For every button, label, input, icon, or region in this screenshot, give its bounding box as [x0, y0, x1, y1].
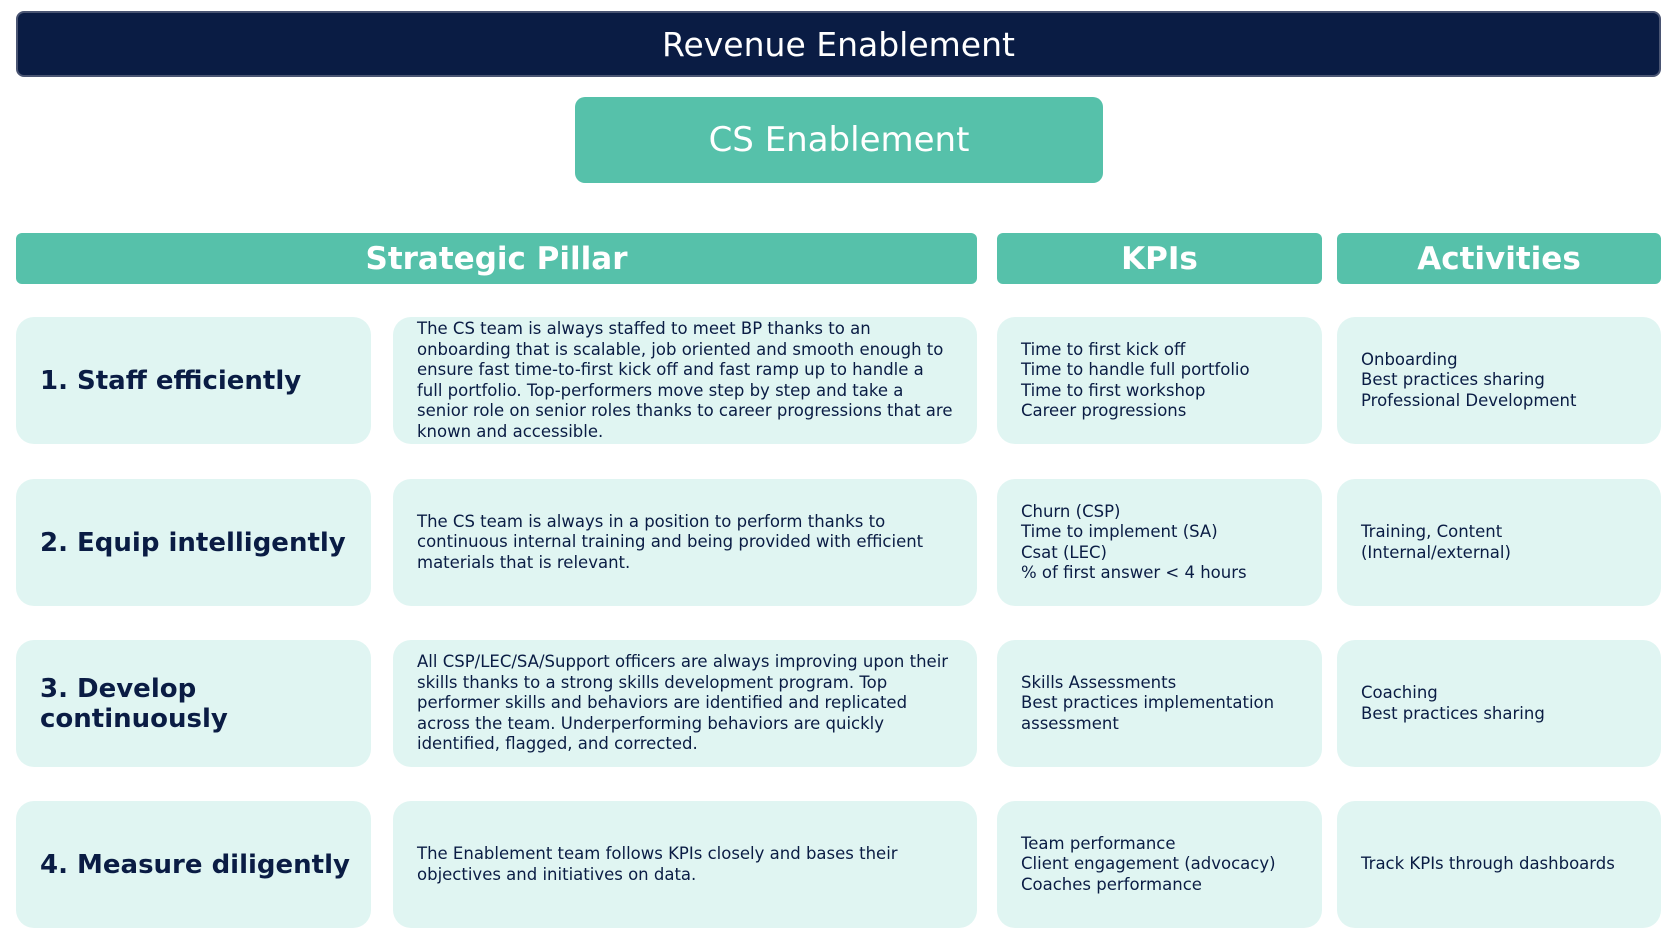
activities-cell: Onboarding Best practices sharing Profes… [1337, 317, 1661, 444]
activity-list: Coaching Best practices sharing [1337, 683, 1569, 724]
kpi-item: % of first answer < 4 hours [1021, 563, 1247, 582]
header-strategic-pillar: Strategic Pillar [16, 233, 977, 284]
kpi-item: Time to handle full portfolio [1021, 360, 1250, 379]
pillar-description-cell: The Enablement team follows KPIs closely… [393, 801, 977, 928]
kpi-item: Best practices implementation [1021, 693, 1275, 713]
kpis-cell: Churn (CSP) Time to implement (SA) Csat … [997, 479, 1322, 606]
page-title: Revenue Enablement [662, 24, 1015, 64]
pillar-name: 1. Staff efficiently [40, 365, 302, 396]
pillar-name-cell: 4. Measure diligently [16, 801, 371, 928]
pillar-name-cell: 3. Develop continuously [16, 640, 371, 767]
pillar-name-cell: 1. Staff efficiently [16, 317, 371, 444]
kpi-item: Client engagement (advocacy) [1021, 854, 1276, 874]
activity-item: Onboarding [1361, 349, 1458, 369]
activity-item: Track KPIs through dashboards [1361, 854, 1615, 874]
activity-item: Professional Development [1361, 390, 1577, 410]
kpis-cell: Time to first kick off Time to handle fu… [997, 317, 1322, 444]
subtitle: CS Enablement [708, 120, 970, 160]
pillar-name: 2. Equip intelligently [40, 527, 346, 558]
pillar-description: All CSP/LEC/SA/Support officers are alwa… [417, 652, 949, 754]
kpi-list: Time to first kick off Time to handle fu… [997, 340, 1274, 422]
kpi-item: Coaches performance [1021, 874, 1202, 894]
pillar-description-cell: The CS team is always in a position to p… [393, 479, 977, 606]
kpi-item: Time to implement (SA) [1021, 522, 1218, 541]
kpis-cell: Skills Assessments Best practices implem… [997, 640, 1322, 767]
pillar-name: 4. Measure diligently [40, 849, 350, 880]
header-activities: Activities [1337, 233, 1661, 284]
pillar-description: The Enablement team follows KPIs closely… [417, 844, 898, 884]
kpi-item: assessment [1021, 713, 1119, 733]
kpi-item: Csat (LEC) [1021, 542, 1107, 562]
header-label: Strategic Pillar [365, 240, 628, 277]
header-kpis: KPIs [997, 233, 1322, 284]
header-label: Activities [1417, 240, 1581, 277]
activity-list: Onboarding Best practices sharing Profes… [1337, 350, 1600, 412]
pillar-description-cell: All CSP/LEC/SA/Support officers are alwa… [393, 640, 977, 767]
activity-list: Training, Content (Internal/external) [1337, 522, 1535, 563]
title-banner: Revenue Enablement [16, 11, 1661, 77]
activity-item: Training, Content [1361, 522, 1503, 541]
activity-item: Best practices sharing [1361, 703, 1545, 723]
pillar-description: The CS team is always in a position to p… [417, 511, 924, 572]
kpi-item: Team performance [1021, 833, 1176, 853]
kpi-item: Skills Assessments [1021, 672, 1177, 692]
pillar-name: 3. Develop continuously [40, 673, 228, 734]
kpi-list: Skills Assessments Best practices implem… [997, 673, 1298, 735]
kpi-item: Career progressions [1021, 401, 1187, 420]
kpi-item: Time to first workshop [1021, 380, 1206, 400]
activity-list: Track KPIs through dashboards [1337, 854, 1639, 875]
subtitle-box: CS Enablement [575, 97, 1103, 183]
activities-cell: Track KPIs through dashboards [1337, 801, 1661, 928]
kpi-list: Churn (CSP) Time to implement (SA) Csat … [997, 502, 1271, 584]
pillar-name-cell: 2. Equip intelligently [16, 479, 371, 606]
pillar-description-cell: The CS team is always staffed to meet BP… [393, 317, 977, 444]
activity-item: (Internal/external) [1361, 542, 1511, 562]
kpi-item: Time to first kick off [1021, 339, 1186, 359]
activities-cell: Training, Content (Internal/external) [1337, 479, 1661, 606]
kpi-list: Team performance Client engagement (advo… [997, 834, 1300, 896]
pillar-description: The CS team is always staffed to meet BP… [417, 319, 953, 441]
activity-item: Best practices sharing [1361, 370, 1545, 390]
activity-item: Coaching [1361, 683, 1438, 702]
kpis-cell: Team performance Client engagement (advo… [997, 801, 1322, 928]
activities-cell: Coaching Best practices sharing [1337, 640, 1661, 767]
header-label: KPIs [1121, 240, 1198, 277]
kpi-item: Churn (CSP) [1021, 501, 1121, 521]
